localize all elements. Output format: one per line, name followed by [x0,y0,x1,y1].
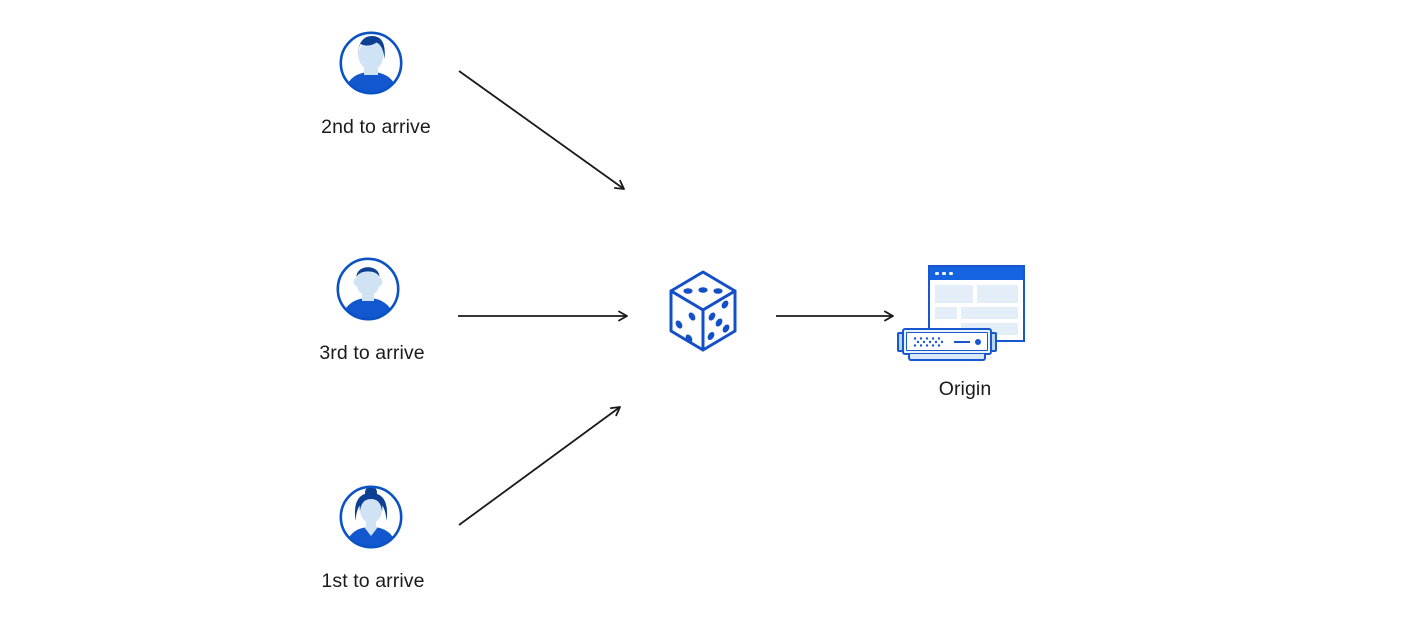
arrow-user2-to-dice [458,70,625,190]
user-label-2nd: 2nd to arrive [321,116,431,138]
dice-pips [675,287,730,343]
user-node-1st: 1st to arrive [321,484,424,592]
window-dot-icon [935,271,939,276]
server-slot-line [954,340,970,343]
user-label-3rd: 3rd to arrive [319,342,425,364]
user-node-2nd: 2nd to arrive [321,30,431,138]
window-dot-icon [942,271,946,276]
origin-server-icon [897,328,997,362]
server-vent-dots [913,336,944,347]
man-short-hair-avatar-icon [336,257,400,321]
server-led-icon [975,338,981,345]
origin-label: Origin [938,378,992,400]
arrow-user1-to-dice [458,406,621,526]
window-dot-icon [949,271,953,276]
user-node-3rd: 3rd to arrive [319,256,425,364]
man-swept-hair-avatar-icon [339,31,403,95]
server-base-tray [908,354,986,361]
browser-title-bar [930,267,1023,280]
woman-bun-avatar-icon [339,485,403,549]
server-chassis [902,328,992,355]
user-label-1st: 1st to arrive [321,570,425,592]
dice-icon [669,270,737,352]
